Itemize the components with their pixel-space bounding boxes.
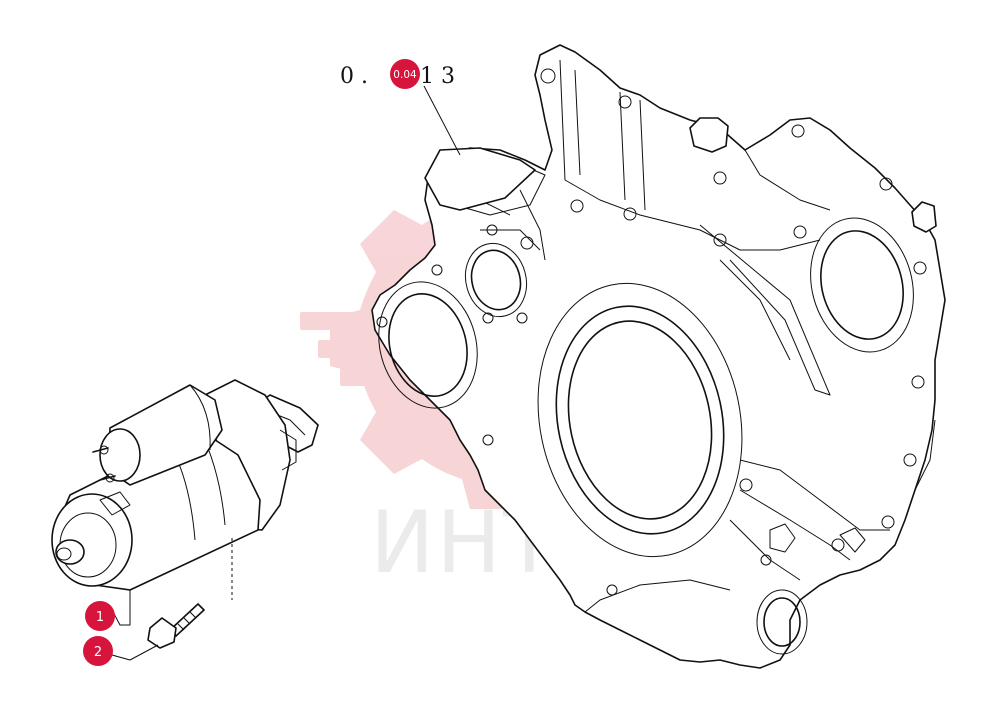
bolt bbox=[147, 603, 205, 649]
reference-code-prefix: 0 . bbox=[340, 64, 368, 89]
reference-code-badge[interactable]: 0.04 bbox=[390, 59, 420, 89]
starter-motor bbox=[51, 379, 319, 600]
reference-code-badge-label: 0.04 bbox=[393, 69, 417, 81]
reference-leader-line bbox=[423, 85, 461, 156]
timing-housing bbox=[371, 44, 946, 669]
callout-2-leader-line bbox=[111, 644, 159, 661]
reference-code-suffix: 1 3 bbox=[420, 64, 455, 89]
callout-2-badge[interactable]: 2 bbox=[83, 636, 113, 666]
callout-1-leader-line bbox=[111, 590, 131, 626]
callout-2-label: 2 bbox=[94, 645, 102, 660]
callout-1-badge[interactable]: 1 bbox=[85, 601, 115, 631]
callout-1-label: 1 bbox=[96, 610, 104, 625]
housing-bolt-holes bbox=[376, 68, 927, 596]
reference-code: 0 . 1 3 0.04 bbox=[340, 59, 455, 89]
